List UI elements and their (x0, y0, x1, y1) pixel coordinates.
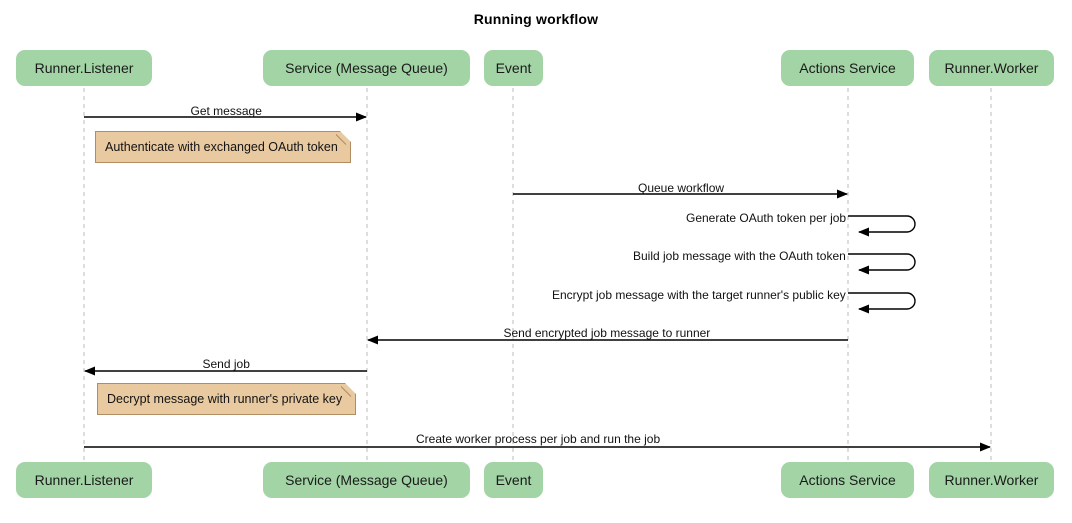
participant-label: Service (Message Queue) (285, 472, 448, 488)
participant-label: Event (495, 60, 532, 76)
participant-event-top[interactable]: Event (484, 50, 543, 86)
self-message-generate-oauth-token (848, 215, 916, 237)
participant-runner-worker-top[interactable]: Runner.Worker (929, 50, 1054, 86)
message-label-create-worker-process: Create worker process per job and run th… (416, 432, 661, 446)
messages-group (84, 112, 991, 452)
self-message-build-job-message (848, 253, 916, 275)
participant-label: Runner.Listener (34, 60, 134, 76)
message-label-send-job: Send job (202, 357, 250, 371)
message-label-get-message: Get message (190, 104, 262, 118)
self-message-encrypt-job-message (848, 292, 916, 314)
participant-label: Runner.Worker (944, 472, 1039, 488)
participant-service-message-queue-bottom[interactable]: Service (Message Queue) (263, 462, 470, 498)
note-authenticate-note: Authenticate with exchanged OAuth token (95, 131, 351, 163)
message-label-send-encrypted-job-message: Send encrypted job message to runner (503, 326, 711, 340)
participant-runner-worker-bottom[interactable]: Runner.Worker (929, 462, 1054, 498)
participant-label: Event (495, 472, 532, 488)
message-label-build-job-message: Build job message with the OAuth token (633, 249, 846, 263)
participant-label: Runner.Listener (34, 472, 134, 488)
page-title: Running workflow (473, 11, 599, 27)
note-fold-edge-icon (336, 131, 351, 146)
participant-label: Service (Message Queue) (285, 60, 448, 76)
note-label: Decrypt message with runner's private ke… (107, 392, 343, 406)
lifelines-group (83, 88, 992, 462)
participant-event-bottom[interactable]: Event (484, 462, 543, 498)
message-label-encrypt-job-message: Encrypt job message with the target runn… (552, 288, 846, 302)
note-decrypt-note: Decrypt message with runner's private ke… (97, 383, 356, 415)
note-label: Authenticate with exchanged OAuth token (105, 140, 338, 154)
message-label-queue-workflow: Queue workflow (638, 181, 725, 195)
participant-actions-service-bottom[interactable]: Actions Service (781, 462, 914, 498)
message-label-generate-oauth-token: Generate OAuth token per job (686, 211, 847, 225)
participant-label: Runner.Worker (944, 60, 1039, 76)
participant-label: Actions Service (799, 60, 896, 76)
note-fold-edge-icon (341, 383, 356, 398)
participant-runner-listener-top[interactable]: Runner.Listener (16, 50, 152, 86)
participant-actions-service-top[interactable]: Actions Service (781, 50, 914, 86)
participant-service-message-queue-top[interactable]: Service (Message Queue) (263, 50, 470, 86)
participant-runner-listener-bottom[interactable]: Runner.Listener (16, 462, 152, 498)
participant-label: Actions Service (799, 472, 896, 488)
